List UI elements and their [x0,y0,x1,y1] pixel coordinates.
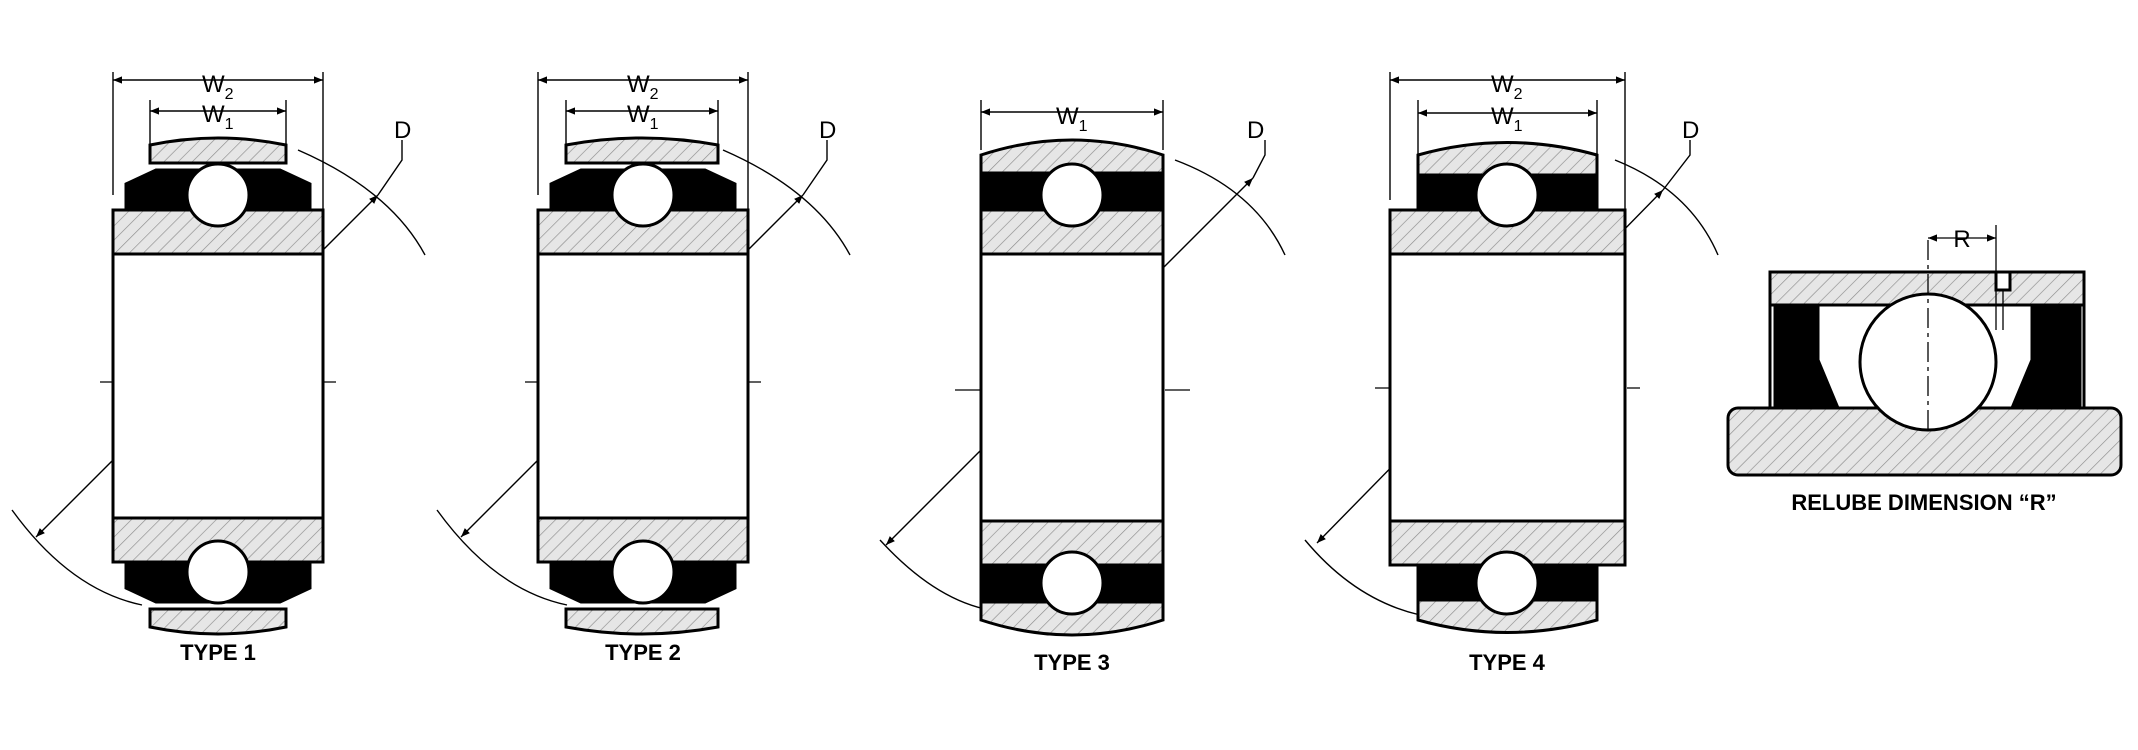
bearing-type-3: W1 D TYPE 3 [879,100,1286,675]
type-1-caption: TYPE 1 [180,640,256,665]
w1-label: W1 [1491,103,1523,135]
w2-label: W2 [627,71,659,103]
w2-label: W2 [1491,71,1523,103]
bearing-type-1: W2 W1 D TYPE 1 [11,71,426,665]
w1-label: W1 [202,101,234,133]
bearing-type-4: W2 W1 D TYPE 4 [1304,71,1719,675]
relube-detail: R RELUBE DIMENSION “R” [1726,225,2123,515]
d-label: D [394,117,411,144]
d-label: D [1682,117,1699,144]
bearing-type-2: W2 W1 D TYPE 2 [436,71,851,665]
type-4-caption: TYPE 4 [1469,650,1546,675]
w2-label: W2 [202,71,234,103]
type-2-caption: TYPE 2 [605,640,681,665]
w1-label: W1 [627,101,659,133]
relube-caption: RELUBE DIMENSION “R” [1791,490,2056,515]
w1-label: W1 [1056,103,1088,135]
d-label: D [819,117,836,144]
r-label: R [1953,226,1970,253]
d-label: D [1247,117,1264,144]
type-3-caption: TYPE 3 [1034,650,1110,675]
